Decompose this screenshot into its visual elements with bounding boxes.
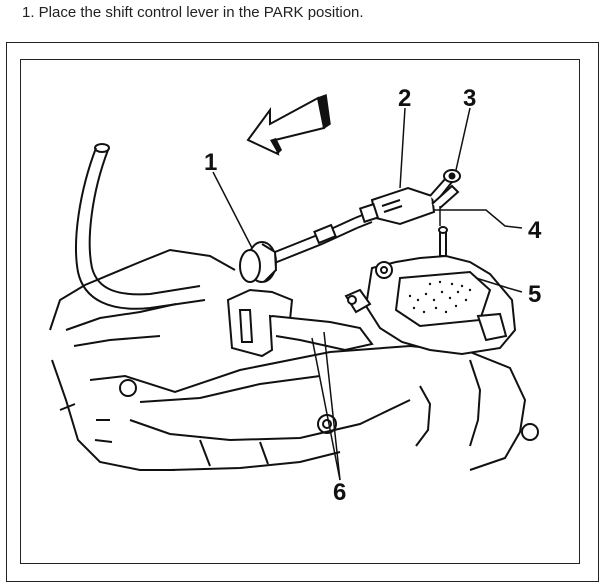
leader-lines <box>212 107 523 481</box>
cable-grommet <box>239 241 278 283</box>
callout-1: 1 <box>204 149 217 176</box>
direction-arrow-icon <box>246 93 331 156</box>
callout-6: 6 <box>333 479 346 506</box>
vacuum-hose <box>75 143 206 310</box>
callout-3: 3 <box>463 85 476 112</box>
callout-2: 2 <box>398 85 411 112</box>
selector-texture <box>408 280 472 314</box>
range-selector-lever <box>344 226 517 356</box>
cable-end-connector <box>358 186 436 226</box>
callout-4: 4 <box>528 217 542 244</box>
cable-bracket <box>226 288 374 358</box>
shift-rod <box>429 169 461 209</box>
instruction-step: 1. Place the shift control lever in the … <box>22 4 364 21</box>
callout-5: 5 <box>528 281 541 308</box>
